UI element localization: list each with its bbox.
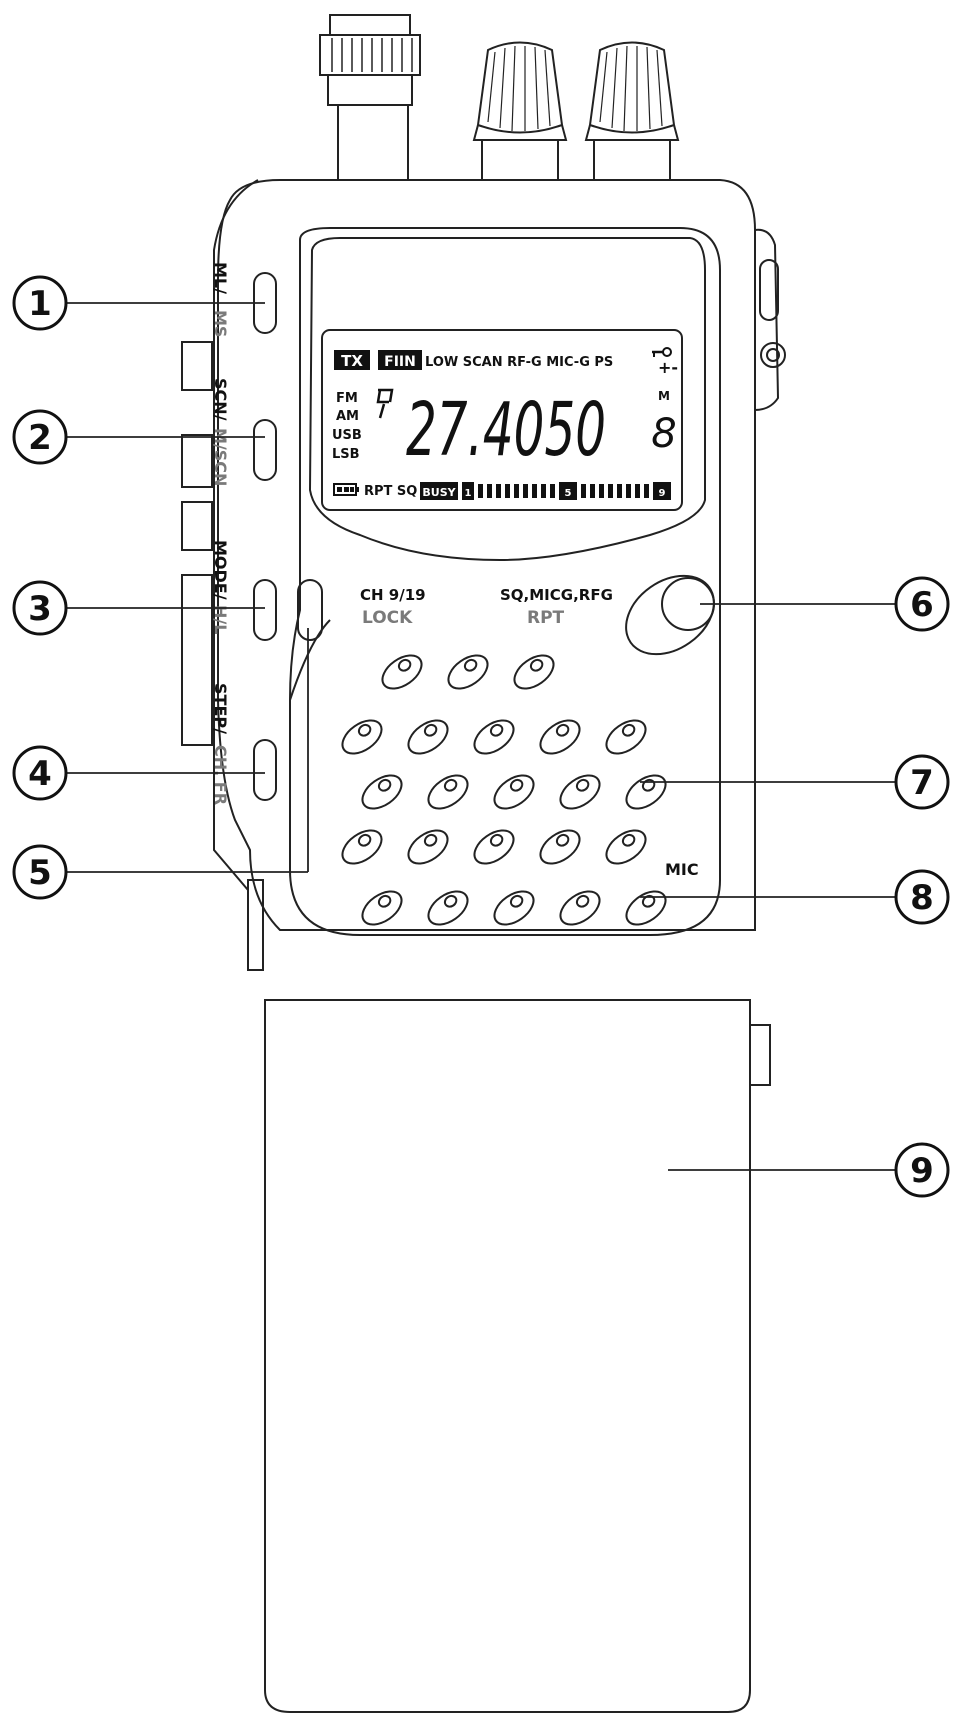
callout-2: 2 <box>12 409 68 465</box>
sq-micg-rfg-label: SQ,MICG,RFG <box>500 586 613 604</box>
key4-primary-label: STEP/ <box>211 683 230 734</box>
signal-meter <box>462 482 671 500</box>
mode-lsb: LSB <box>332 447 360 462</box>
tx-indicator: TX <box>341 352 363 370</box>
battery-pack <box>264 999 771 1713</box>
side-key-labels: ML/ MS SCN/ M/SCN MODE/ H/L STEP/ CH. FR <box>211 262 230 805</box>
key1-primary-label: ML/ <box>211 262 230 294</box>
display-bezel <box>308 237 706 562</box>
battery-icon <box>333 483 359 496</box>
svg-text:8: 8 <box>910 878 934 918</box>
channel-knob[interactable] <box>584 41 680 181</box>
meter-mark-1: 1 <box>465 488 472 499</box>
svg-text:1: 1 <box>28 284 52 324</box>
display-top-row: LOW SCAN RF-G MIC-G PS <box>425 355 613 370</box>
svg-text:2: 2 <box>28 418 52 458</box>
frequency-readout: 27.4050 <box>406 387 606 473</box>
key3-secondary-label: H/L <box>211 605 230 634</box>
mode-hl-key[interactable] <box>253 579 277 641</box>
callout-6: 6 <box>894 576 950 632</box>
front-panel <box>289 227 721 936</box>
speaker-grille <box>341 654 667 926</box>
step-chfr-key[interactable] <box>253 739 277 801</box>
busy-indicator-bg <box>420 482 458 500</box>
callout-1: 1 <box>12 275 68 331</box>
lcd-display: TX FIIN LOW SCAN RF-G MIC-G PS +- FM AM … <box>321 329 683 511</box>
svg-text:5: 5 <box>28 853 52 893</box>
callout-7: 7 <box>894 754 950 810</box>
key1-secondary-label: MS <box>211 310 230 337</box>
lock-label: LOCK <box>362 608 413 628</box>
callout-4: 4 <box>12 745 68 801</box>
svg-text:4: 4 <box>28 754 52 794</box>
key4-secondary-label: CH. FR <box>211 745 230 805</box>
radio-body <box>181 179 786 971</box>
memory-channel: 8 <box>651 411 676 457</box>
antenna-connector <box>319 14 421 181</box>
display-bottom-row: RPT SQ <box>364 484 417 499</box>
svg-text:3: 3 <box>28 589 52 629</box>
svg-text:9: 9 <box>910 1151 934 1191</box>
key3-primary-label: MODE/ <box>211 540 230 600</box>
meter-mark-5: 5 <box>565 488 572 499</box>
mode-fm: FM <box>336 391 358 406</box>
fm-indicator: FIIN <box>384 354 416 370</box>
callout-lines <box>66 302 896 1171</box>
scan-note-icon <box>376 388 394 419</box>
mode-am: AM <box>336 409 359 424</box>
key-lock-icon <box>652 347 672 357</box>
svg-text:6: 6 <box>910 585 934 625</box>
fm-indicator-bg <box>378 350 422 370</box>
busy-indicator: BUSY <box>422 486 456 499</box>
key2-primary-label: SCN/ <box>211 378 230 421</box>
rpt-label: RPT <box>527 608 565 628</box>
scn-mscn-key[interactable] <box>253 419 277 481</box>
ch-lock-key[interactable] <box>297 579 323 641</box>
callout-8: 8 <box>894 869 950 925</box>
plus-minus-indicator: +- <box>658 358 678 377</box>
callout-3: 3 <box>12 580 68 636</box>
tx-indicator-bg <box>334 350 370 370</box>
key2-secondary-label: M/SCN <box>211 428 230 486</box>
sq-micg-rfg-knob[interactable] <box>611 560 729 671</box>
mic-label: MIC <box>665 860 699 879</box>
volume-knob[interactable] <box>472 41 568 181</box>
meter-mark-9: 9 <box>659 488 666 499</box>
memory-label: M <box>658 389 670 403</box>
callout-5: 5 <box>12 844 68 900</box>
mode-usb: USB <box>332 428 362 443</box>
ch-9-19-label: CH 9/19 <box>360 586 426 604</box>
callout-9: 9 <box>894 1142 950 1198</box>
svg-text:7: 7 <box>910 763 934 803</box>
